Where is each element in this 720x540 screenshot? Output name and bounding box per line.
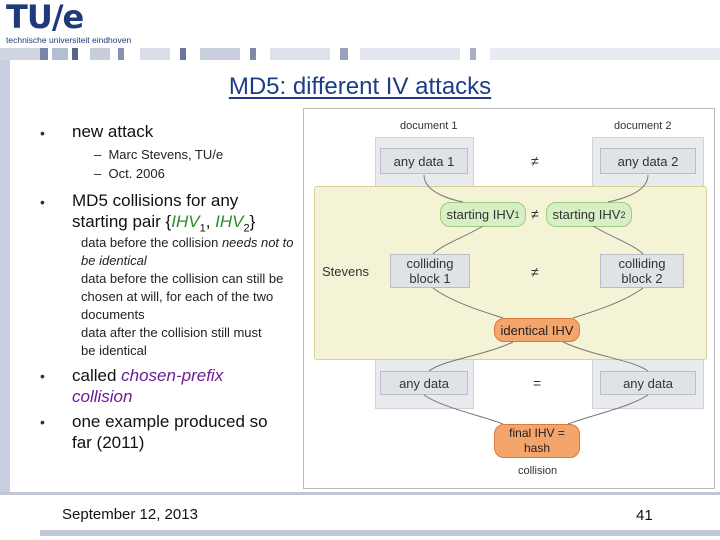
chosen-prefix-term: chosen-prefix collision bbox=[72, 366, 224, 406]
author-text: Marc Stevens, TU/e bbox=[108, 147, 224, 162]
close-brace: } bbox=[249, 212, 256, 231]
bullet-new-attack: new attack bbox=[72, 122, 154, 141]
document1-label: document 1 bbox=[400, 120, 458, 132]
arrow-identical-to-doc1 bbox=[428, 341, 514, 372]
comma: , bbox=[205, 212, 216, 231]
arrow-doc2-to-final bbox=[567, 394, 649, 425]
tue-logo: TU/e bbox=[6, 0, 84, 36]
equal-sign: = bbox=[533, 375, 542, 391]
collision-caption: collision bbox=[518, 465, 558, 477]
arrow-identical-to-doc2 bbox=[562, 341, 649, 372]
date-text: Oct. 2006 bbox=[108, 166, 165, 181]
any-data-1-box: any data 1 bbox=[380, 148, 468, 174]
bullet-any-pair: MD5 collisions for any starting pair {IH… bbox=[72, 190, 255, 239]
footer-bar bbox=[40, 530, 720, 536]
bullet-text: starting pair { bbox=[72, 212, 172, 231]
footer-date: September 12, 2013 bbox=[62, 506, 198, 523]
page-number: 41 bbox=[636, 507, 653, 524]
arrow-start1-to-block1 bbox=[432, 225, 484, 255]
ihv2-label: IHV bbox=[215, 212, 244, 231]
not-equal-sign: ≠ bbox=[531, 153, 539, 169]
colliding-block-2-box: colliding block 2 bbox=[600, 254, 684, 288]
header-pixel-strip bbox=[0, 48, 720, 60]
arrow-block1-to-identical bbox=[432, 287, 504, 319]
paragraph-before-can: data before the collision can still be c… bbox=[81, 271, 284, 322]
paragraph-before-needs: data before the collision needs not to b… bbox=[81, 234, 301, 270]
stevens-label: Stevens bbox=[322, 264, 369, 279]
colliding-block-1-box: colliding block 1 bbox=[390, 254, 470, 288]
bullet-example: one example produced so far (2011) bbox=[72, 412, 268, 452]
document2-label: document 2 bbox=[614, 120, 672, 132]
diagram-arrows bbox=[423, 174, 649, 425]
ihv2-subscript: 2 bbox=[243, 222, 250, 235]
arrow-doc2-to-start2 bbox=[607, 174, 649, 203]
bullet-dot: • bbox=[40, 368, 45, 384]
any-data-2-box: any data 2 bbox=[600, 148, 696, 174]
paragraph-after: data after the collision still must be i… bbox=[81, 325, 262, 358]
not-equal-sign: ≠ bbox=[531, 264, 539, 280]
ihv1-subscript: 1 bbox=[199, 222, 206, 235]
bullet-dot: • bbox=[40, 125, 45, 141]
para-emphasis: needs not to be identical bbox=[81, 235, 294, 268]
not-equal-sign: ≠ bbox=[531, 206, 539, 222]
final-ihv-hash-box: final IHV = hash bbox=[494, 424, 580, 458]
logo-subtitle: technische universiteit eindhoven bbox=[6, 35, 132, 45]
ihv1-label: IHV bbox=[171, 212, 200, 231]
footer-divider bbox=[0, 492, 720, 495]
arrow-start2-to-block2 bbox=[592, 225, 644, 255]
sub-bullet-author: – Marc Stevens, TU/e bbox=[94, 147, 224, 162]
arrow-doc1-to-final bbox=[423, 394, 504, 425]
bullet-text: MD5 collisions for any bbox=[72, 191, 239, 210]
identical-ihv-box: identical IHV bbox=[494, 318, 580, 342]
bullet-chosen-prefix: called chosen-prefix collision bbox=[72, 365, 272, 407]
any-data-doc1-box: any data bbox=[380, 371, 468, 395]
arrow-doc1-to-start1 bbox=[423, 174, 464, 203]
sub-bullet-date: – Oct. 2006 bbox=[94, 166, 165, 181]
bullet-text: called bbox=[72, 366, 122, 385]
bullet-dot: • bbox=[40, 414, 45, 430]
para-text: data before the collision bbox=[81, 235, 222, 250]
slide-title: MD5: different IV attacks bbox=[228, 73, 492, 100]
bullet-dot: • bbox=[40, 194, 45, 210]
left-accent-bar bbox=[0, 60, 10, 495]
arrow-block2-to-identical bbox=[572, 287, 644, 319]
any-data-doc2-box: any data bbox=[600, 371, 696, 395]
